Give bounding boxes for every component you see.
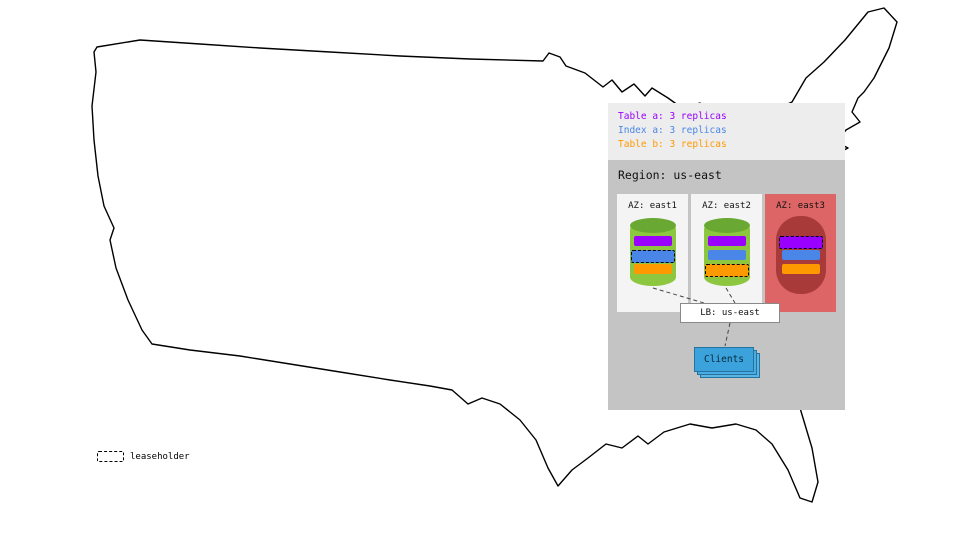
legend-item: Table a: 3 replicas: [618, 111, 727, 122]
replica-table-a: [707, 236, 746, 246]
region-title: Region: us-east: [618, 168, 722, 182]
az-box-east1: AZ: east1: [617, 194, 688, 312]
leaseholder-label: leaseholder: [130, 451, 190, 462]
replica-table-b: [633, 264, 672, 274]
leaseholder-swatch: [97, 451, 124, 462]
replica-table-a-leaseholder: [778, 236, 823, 249]
clients-box: Clients: [694, 347, 754, 372]
az-box-east2: AZ: east2: [691, 194, 762, 312]
az-box-east3: AZ: east3: [765, 194, 836, 312]
cylinder-top-icon: [703, 218, 750, 233]
replica-table-a: [633, 236, 672, 246]
az-label: AZ: east3: [776, 201, 825, 211]
replica-index-a-leaseholder: [630, 250, 675, 263]
replica-index-a: [707, 250, 746, 260]
cylinder-top-icon: [629, 218, 676, 233]
clients-label: Clients: [703, 354, 745, 365]
replica-index-a: [781, 250, 820, 260]
replica-table-b: [781, 264, 820, 274]
replica-table-b-leaseholder: [704, 264, 749, 277]
legend-item: Index a: 3 replicas: [618, 125, 727, 136]
az-label: AZ: east1: [628, 201, 677, 211]
az-row: AZ: east1 AZ: east2 AZ: east3: [617, 194, 836, 312]
clients-stack: Clients: [694, 347, 760, 378]
load-balancer-box: LB: us-east: [680, 303, 780, 323]
az-label: AZ: east2: [702, 201, 751, 211]
leaseholder-legend: leaseholder: [97, 451, 190, 462]
legend-item: Table b: 3 replicas: [618, 139, 727, 150]
